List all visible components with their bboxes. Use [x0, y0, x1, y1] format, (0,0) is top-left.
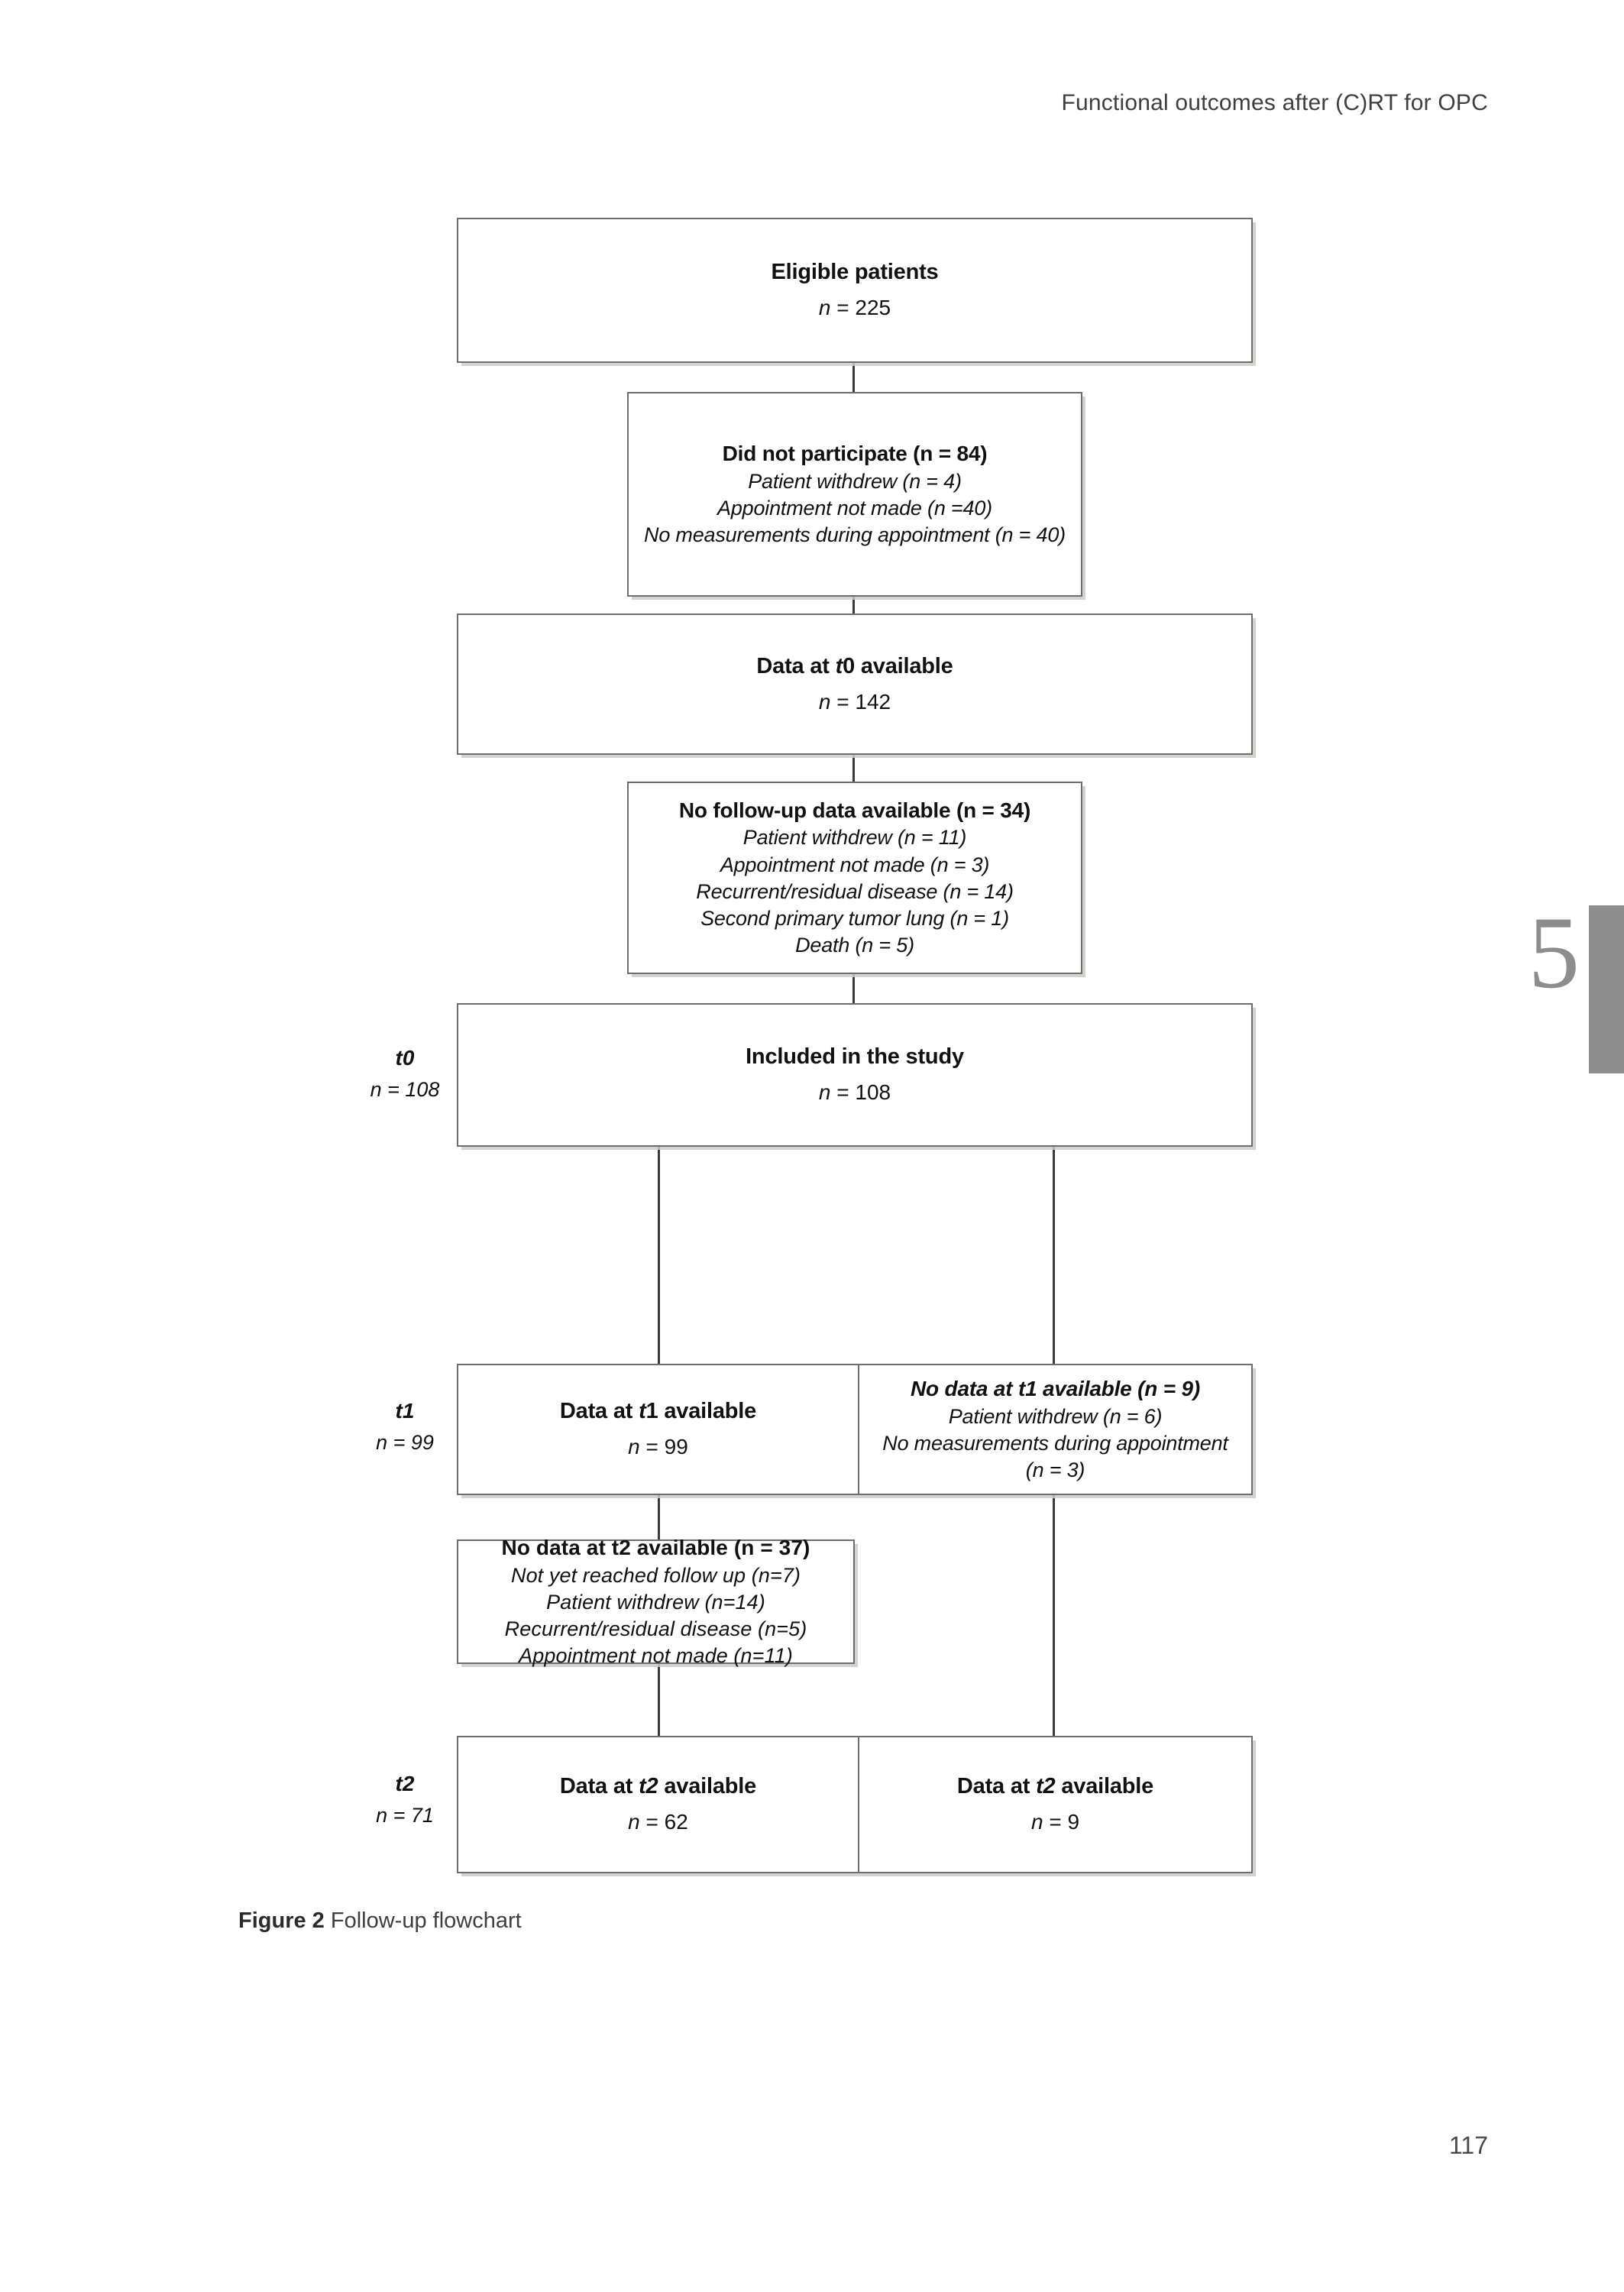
connector-exclusion-to-included: [852, 972, 855, 1005]
node-included-in-study: Included in the study n = 108: [457, 1003, 1253, 1147]
exclusion-line: Death (n = 5): [795, 933, 914, 957]
node-title: Eligible patients: [771, 260, 939, 285]
page-number: 117: [1448, 2132, 1488, 2159]
figure-caption-label: Figure 2: [238, 1908, 325, 1933]
connector-included-to-t1-right: [1053, 1146, 1055, 1364]
exclusion-head: No data at t2 available (n = 37): [501, 1536, 810, 1560]
connector-t0-to-exclusion: [852, 753, 855, 785]
t1-label: t1 n = 99: [340, 1398, 470, 1456]
t0-label-count: n = 108: [370, 1077, 440, 1101]
node-no-followup-data: No follow-up data available (n = 34) Pat…: [627, 782, 1082, 974]
node-data-at-t2-right: Data at t2 available n = 9: [858, 1737, 1251, 1872]
figure-caption: Figure 2 Follow-up flowchart: [238, 1908, 522, 1934]
chapter-number: 5: [1528, 896, 1580, 1010]
node-count: n = 142: [818, 689, 891, 714]
node-eligible-patients: Eligible patients n = 225: [457, 218, 1253, 363]
exclusion-line: No measurements during appointment: [882, 1431, 1228, 1455]
node-title: Data at t2 available: [559, 1774, 757, 1799]
exclusion-head: Did not participate (n = 84): [722, 442, 988, 466]
t2-label: t2 n = 71: [340, 1771, 470, 1829]
exclusion-line: Second primary tumor lung (n = 1): [700, 906, 1009, 930]
t2-label-count: n = 71: [376, 1803, 434, 1827]
exclusion-line: Patient withdrew (n = 4): [748, 469, 962, 493]
t0-label-name: t0: [395, 1046, 415, 1070]
node-data-at-t2-left: Data at t2 available n = 62: [458, 1737, 858, 1872]
exclusion-line: Patient withdrew (n=14): [546, 1590, 765, 1614]
node-data-at-t1: Data at t1 available n = 99: [458, 1365, 858, 1494]
exclusion-line: No measurements during appointment (n = …: [644, 523, 1066, 546]
exclusion-line: Patient withdrew (n = 11): [742, 826, 967, 850]
node-row-t1: Data at t1 available n = 99 No data at t…: [457, 1364, 1253, 1495]
t1-label-name: t1: [395, 1399, 415, 1423]
chapter-thumb-bar: [1589, 905, 1624, 1073]
exclusion-line: (n = 3): [1025, 1458, 1085, 1481]
running-head: Functional outcomes after (C)RT for OPC: [1061, 90, 1488, 115]
node-count: n = 99: [628, 1435, 688, 1459]
node-no-data-at-t2: No data at t2 available (n = 37) Not yet…: [457, 1536, 855, 1667]
t0-label: t0 n = 108: [340, 1045, 470, 1103]
node-title: Data at t1 available: [559, 1399, 757, 1424]
node-did-not-participate: Did not participate (n = 84) Patient wit…: [627, 392, 1082, 597]
node-data-at-t0: Data at t0 available n = 142: [457, 613, 1253, 755]
node-count: n = 225: [818, 296, 891, 320]
t2-label-name: t2: [395, 1772, 415, 1795]
exclusion-line: Recurrent/residual disease (n=5): [504, 1617, 807, 1640]
exclusion-line: Not yet reached follow up (n=7): [510, 1563, 801, 1587]
exclusion-line: Appointment not made (n=11): [519, 1643, 793, 1667]
connector-eligible-to-exclusion: [852, 359, 855, 393]
exclusion-line: Appointment not made (n =40): [717, 496, 992, 520]
exclusion-line: Recurrent/residual disease (n = 14): [696, 879, 1014, 903]
node-count: n = 9: [1030, 1810, 1080, 1834]
node-count: n = 62: [628, 1810, 688, 1834]
exclusion-head: No follow-up data available (n = 34): [678, 798, 1031, 823]
t1-label-count: n = 99: [376, 1430, 434, 1454]
node-title: Included in the study: [746, 1044, 964, 1070]
node-title: Data at t2 available: [956, 1774, 1154, 1799]
connector-t2-exclusion-to-t2: [658, 1662, 660, 1736]
figure-caption-text: Follow-up flowchart: [330, 1908, 522, 1933]
exclusion-line: Patient withdrew (n = 6): [948, 1404, 1163, 1428]
connector-included-to-t1-left: [658, 1146, 660, 1364]
connector-t1-to-t2-exclusion: [658, 1494, 660, 1541]
connector-t1-right-to-t2-right: [1053, 1494, 1055, 1736]
exclusion-line: Appointment not made (n = 3): [720, 853, 990, 876]
node-count: n = 108: [818, 1080, 891, 1105]
node-no-data-at-t1: No data at t1 available (n = 9) Patient …: [858, 1365, 1251, 1494]
node-title: Data at t0 available: [756, 653, 953, 678]
connector-exclusion-to-t0: [852, 594, 855, 626]
node-row-t2: Data at t2 available n = 62 Data at t2 a…: [457, 1736, 1253, 1873]
exclusion-head: No data at t1 available (n = 9): [911, 1377, 1200, 1401]
